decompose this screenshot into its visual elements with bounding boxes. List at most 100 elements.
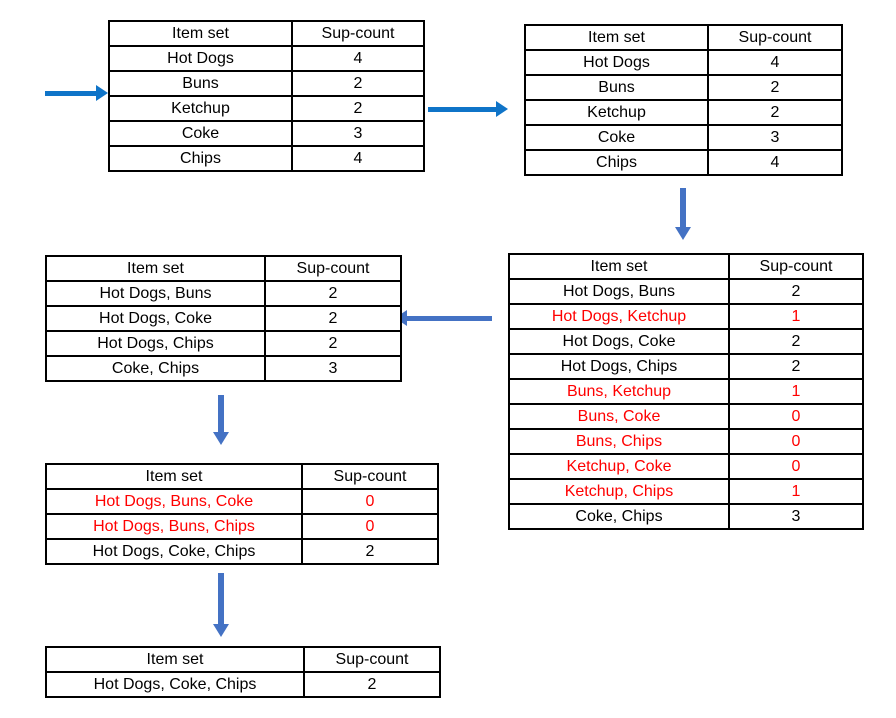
item-set-column-header: Item set — [45, 463, 303, 490]
arrow-head-icon — [675, 227, 691, 240]
itemset-cell: Hot Dogs — [524, 49, 709, 76]
itemset-cell: Ketchup, Coke — [508, 453, 730, 480]
arrow-down-generate-triples-icon — [213, 395, 229, 445]
itemset-cell: Ketchup — [108, 95, 293, 122]
itemset-cell: Coke — [524, 124, 709, 151]
sup-count-cell: 2 — [707, 99, 843, 126]
arrow-right-scan-icon — [428, 101, 508, 117]
sup-count-cell: 2 — [264, 280, 402, 307]
sup-count-cell: 2 — [301, 538, 439, 565]
sup-count-cell: 3 — [291, 120, 425, 147]
sup-count-cell: 0 — [301, 513, 439, 540]
sup-count-cell: 2 — [264, 305, 402, 332]
sup-count-cell: 2 — [728, 328, 864, 355]
sup-count-cell: 2 — [707, 74, 843, 101]
itemset-cell: Hot Dogs, Buns — [508, 278, 730, 305]
item-set-column-header: Item set — [45, 646, 305, 673]
itemset-cell: Hot Dogs, Chips — [508, 353, 730, 380]
sup-count-cell: 2 — [291, 95, 425, 122]
sup-count-cell: 4 — [707, 49, 843, 76]
arrow-shaft — [407, 315, 492, 321]
arrow-head-icon — [496, 101, 508, 117]
sup-count-cell: 2 — [303, 671, 441, 698]
sup-count-cell: 4 — [707, 149, 843, 176]
arrow-shaft — [428, 106, 496, 112]
arrow-shaft — [218, 395, 224, 432]
sup-count-cell: 0 — [728, 403, 864, 430]
item-set-column-header: Item set — [45, 255, 266, 282]
itemset-cell: Hot Dogs, Coke — [508, 328, 730, 355]
itemset-cell: Buns, Chips — [508, 428, 730, 455]
itemset-cell: Chips — [108, 145, 293, 172]
sup-count-cell: 2 — [728, 278, 864, 305]
arrow-head-icon — [213, 624, 229, 637]
itemset-cell: Hot Dogs, Coke — [45, 305, 266, 332]
itemset-cell: Hot Dogs, Ketchup — [508, 303, 730, 330]
item-set-column-header: Item set — [508, 253, 730, 280]
itemset-cell: Coke — [108, 120, 293, 147]
sup-count-cell: 1 — [728, 378, 864, 405]
sup-count-column-header: Sup-count — [291, 20, 425, 47]
sup-count-cell: 3 — [264, 355, 402, 382]
itemset-cell: Hot Dogs, Coke, Chips — [45, 671, 305, 698]
sup-count-cell: 4 — [291, 145, 425, 172]
arrow-head-icon — [96, 85, 108, 101]
sup-count-cell: 4 — [291, 45, 425, 72]
itemset-cell: Hot Dogs, Buns, Coke — [45, 488, 303, 515]
sup-count-column-header: Sup-count — [264, 255, 402, 282]
sup-count-cell: 1 — [728, 478, 864, 505]
sup-count-column-header: Sup-count — [301, 463, 439, 490]
itemset-cell: Buns, Coke — [508, 403, 730, 430]
arrow-left-prune-icon — [395, 310, 492, 326]
arrow-shaft — [680, 188, 686, 227]
arrow-right-input-icon — [45, 85, 108, 101]
item-set-column-header: Item set — [524, 24, 709, 51]
itemset-cell: Buns, Ketchup — [508, 378, 730, 405]
itemset-cell: Coke, Chips — [508, 503, 730, 530]
arrow-down-final-result-icon — [213, 573, 229, 637]
arrow-shaft — [218, 573, 224, 624]
sup-count-column-header: Sup-count — [707, 24, 843, 51]
itemset-cell: Hot Dogs — [108, 45, 293, 72]
sup-count-cell: 2 — [264, 330, 402, 357]
itemset-cell: Chips — [524, 149, 709, 176]
itemset-cell: Ketchup — [524, 99, 709, 126]
sup-count-cell: 1 — [728, 303, 864, 330]
sup-count-cell: 0 — [728, 428, 864, 455]
sup-count-cell: 3 — [728, 503, 864, 530]
